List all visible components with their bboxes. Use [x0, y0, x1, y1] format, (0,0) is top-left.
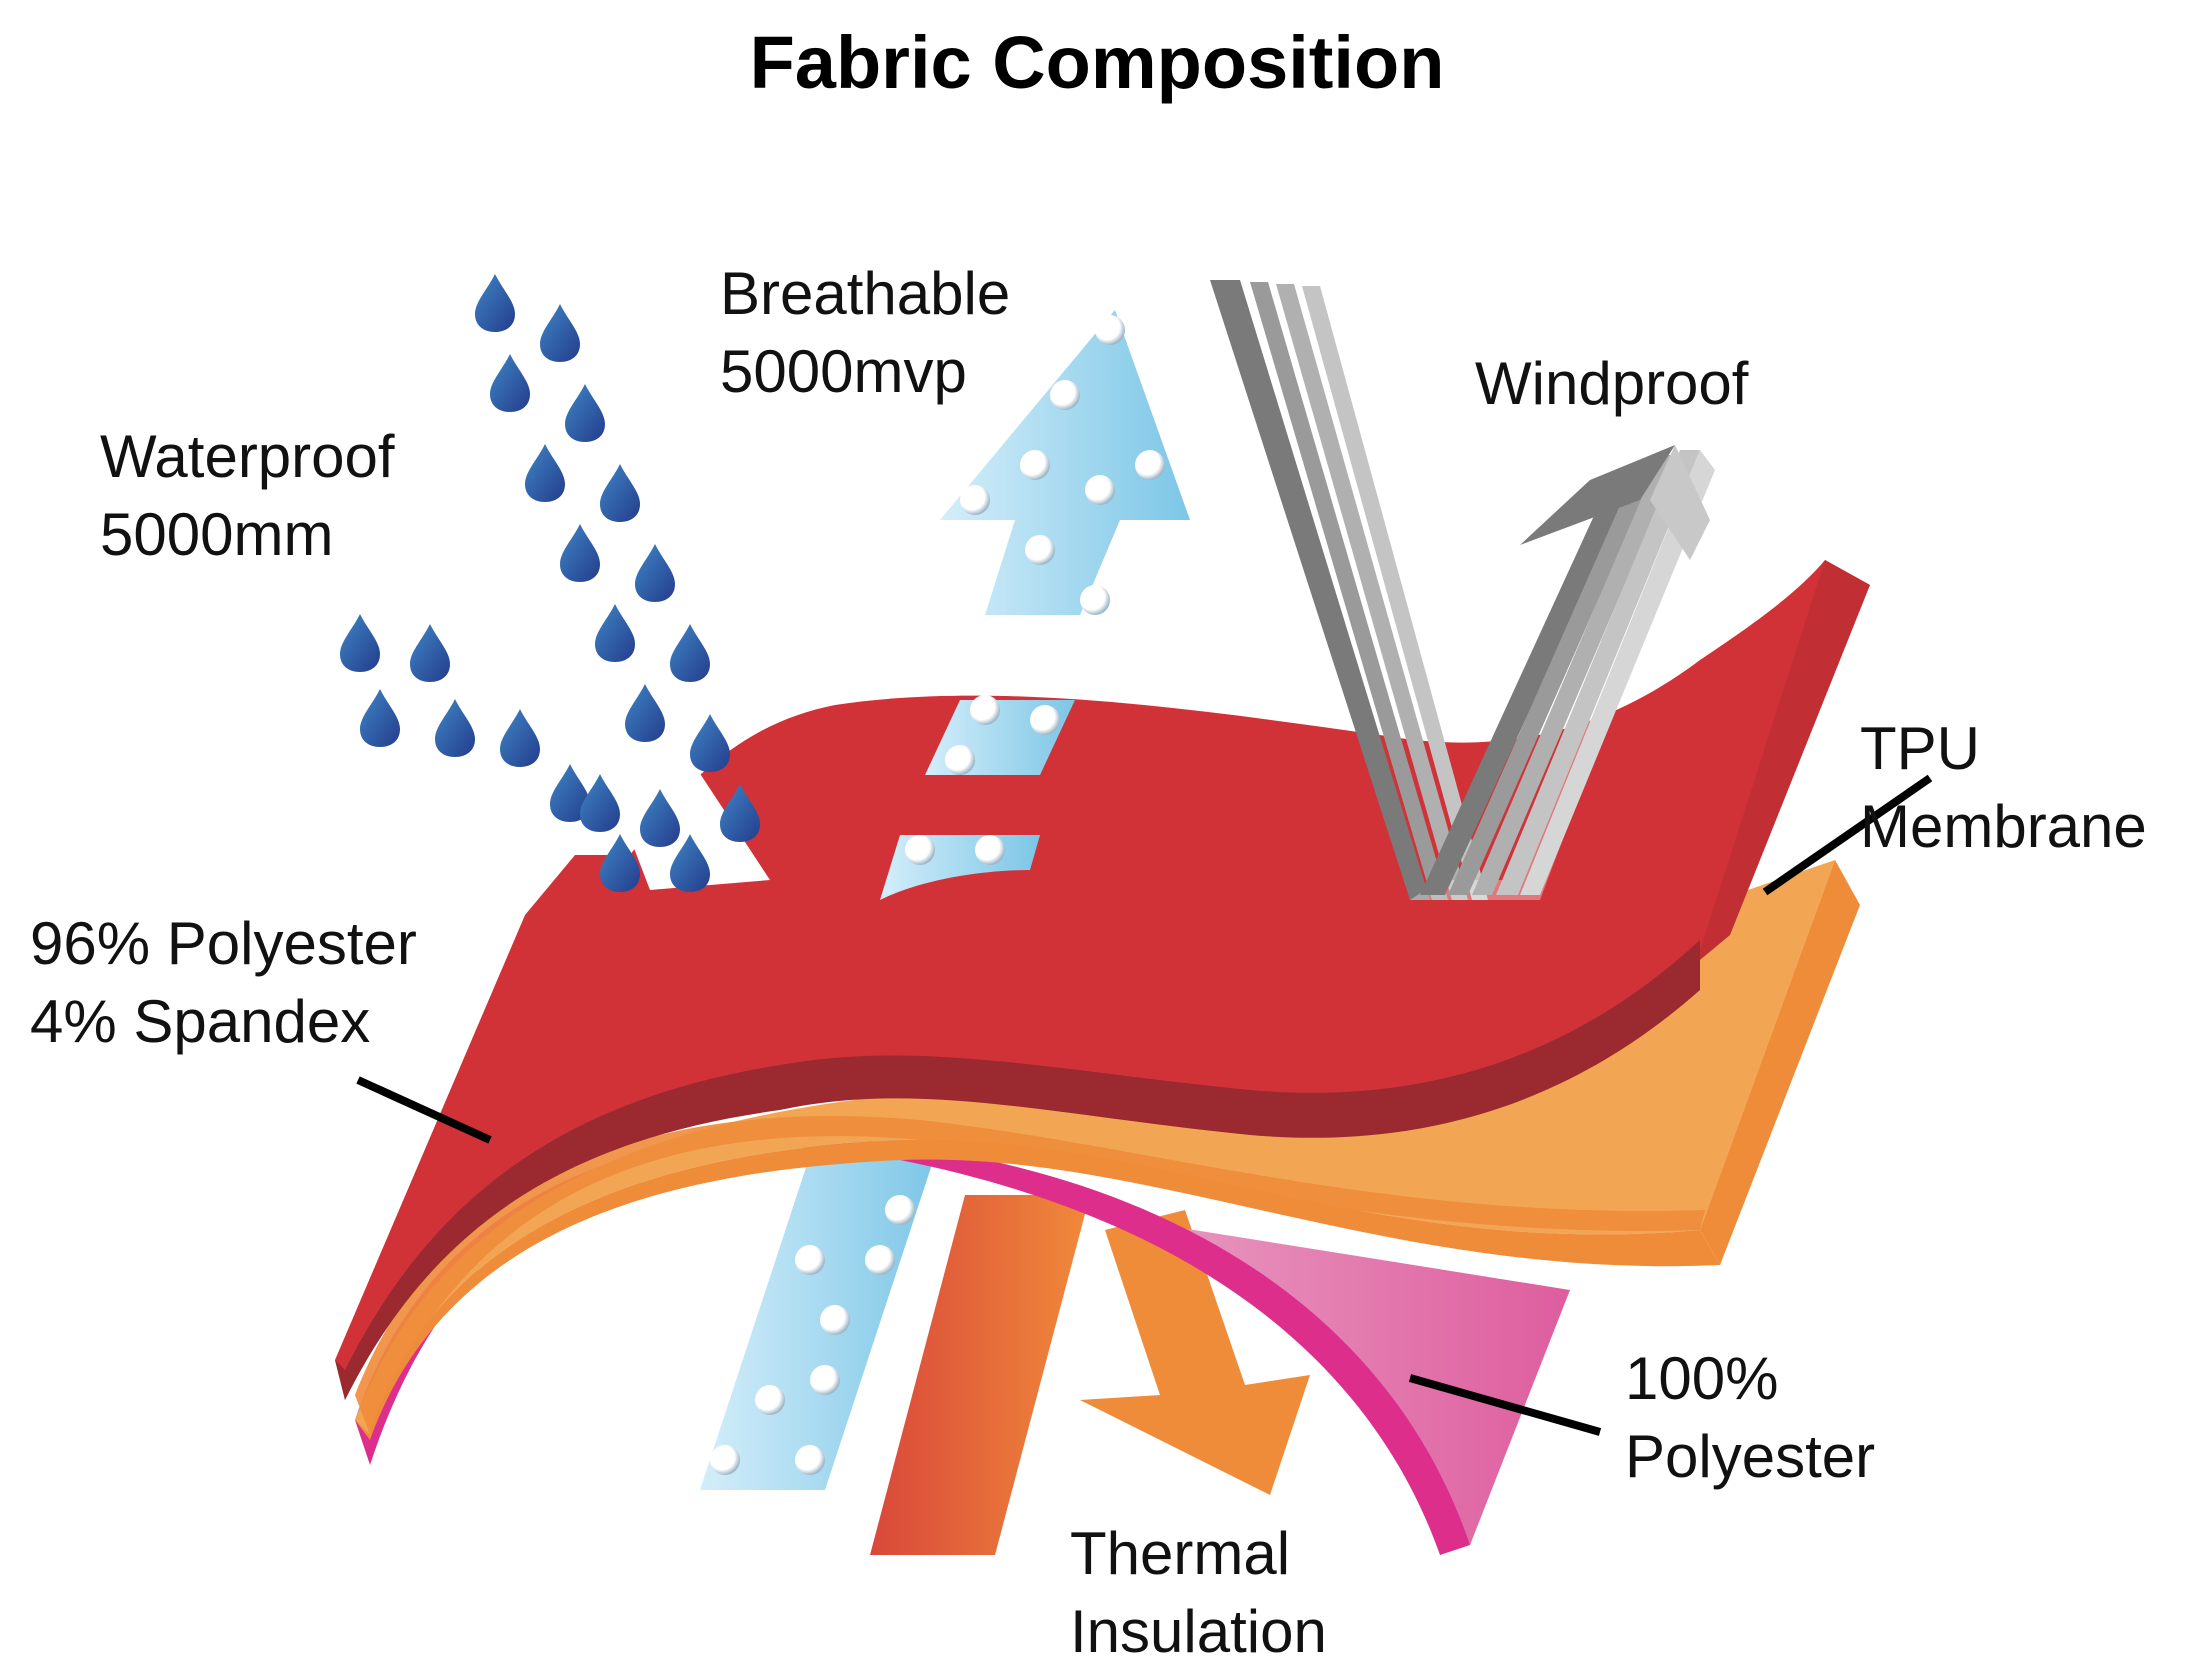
- inner-layer-leader: [1408, 1374, 1602, 1436]
- inner-polyester-layer: [355, 1135, 1570, 1555]
- label-inner-polyester: 100%Polyester: [1625, 1345, 1876, 1490]
- wind-stripes-icon: [1210, 280, 1720, 900]
- diagram-title: Fabric Composition: [749, 21, 1445, 104]
- tpu-leader: [1762, 774, 1933, 896]
- outer-shell-leader: [356, 1076, 492, 1144]
- water-drop-icon: [340, 274, 770, 892]
- heat-arrow-icon: [870, 1195, 1310, 1555]
- air-bubble-icon: [700, 1140, 940, 1490]
- label-windproof: Windproof: [1475, 350, 1749, 417]
- air-bubble-icon: [880, 310, 1190, 900]
- leader-lines: [356, 774, 1933, 1436]
- outer-shell-layer: [335, 560, 1870, 1400]
